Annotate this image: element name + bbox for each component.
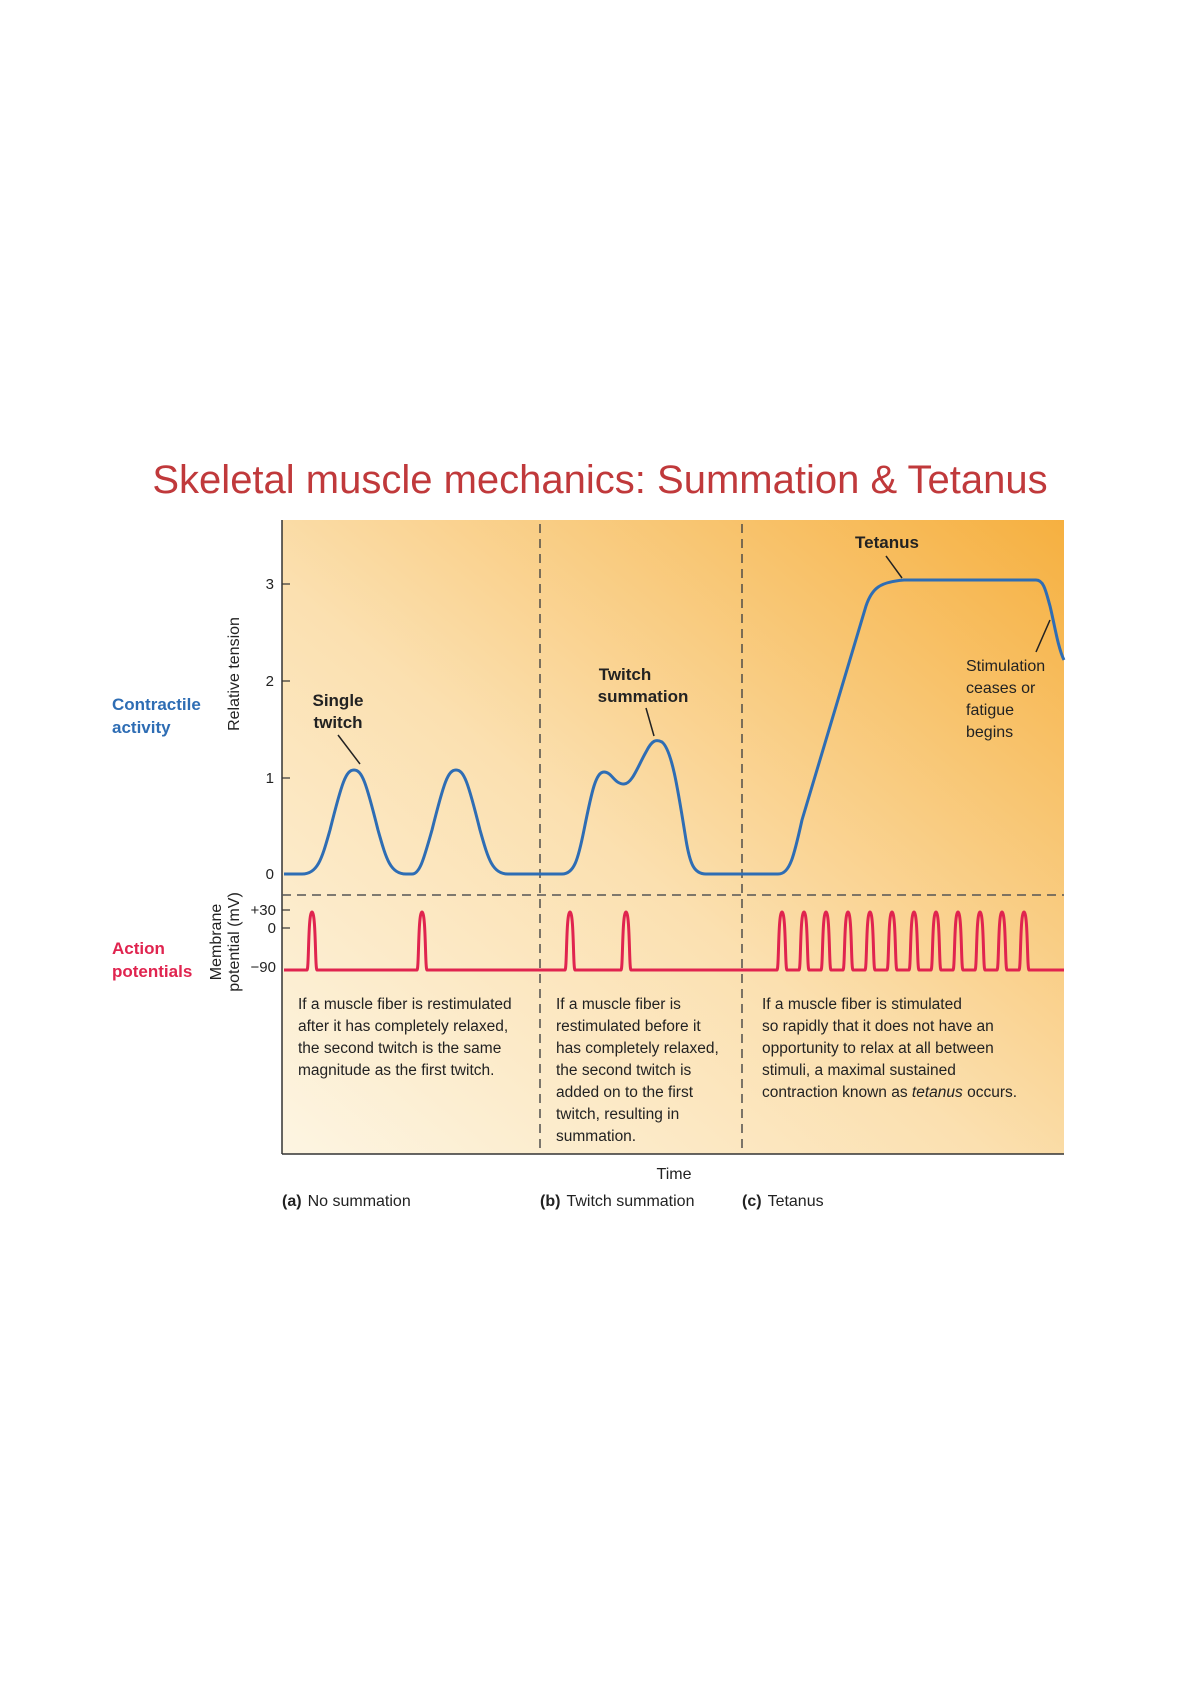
stimulation-pointer [1035, 619, 1051, 653]
panel-c-desc-line4: stimuli, a maximal sustained [762, 1062, 956, 1079]
plot-background [282, 520, 1064, 1154]
panel-a-caption: (a) No summation [282, 1193, 411, 1210]
panel-b-caption: (b) Twitch summation [540, 1193, 694, 1210]
panel-b-desc-line6: twitch, resulting in [556, 1106, 679, 1123]
panel-b-desc-line3: has completely relaxed, [556, 1040, 719, 1057]
panel-a-desc-line1: If a muscle fiber is restimulated [298, 996, 512, 1013]
panel-b-caption-text: Twitch summation [566, 1193, 694, 1210]
stimulation-label-line4: begins [966, 724, 1013, 741]
contractile-label-line2: activity [112, 718, 171, 737]
panel-a-desc-line4: magnitude as the first twitch. [298, 1062, 494, 1079]
panel-b-desc-line1: If a muscle fiber is [556, 996, 681, 1013]
panel-c-desc-line3: opportunity to relax at all between [762, 1040, 994, 1057]
tension-trace [284, 578, 1066, 876]
tension-tick-1: 1 [266, 770, 274, 787]
panel-c-desc-line2: so rapidly that it does not have an [762, 1018, 994, 1035]
panel-a-desc-line3: the second twitch is the same [298, 1040, 501, 1057]
panel-a-desc-line2: after it has completely relaxed, [298, 1018, 508, 1035]
panel-b-desc-line7: summation. [556, 1128, 636, 1145]
panel-c-desc-before: contraction known as [762, 1084, 912, 1101]
contractile-label-line1: Contractile [112, 695, 201, 714]
single-twitch-label-line1: Single [312, 691, 363, 710]
panel-c-caption: (c) Tetanus [742, 1193, 824, 1210]
panel-c-desc-after: occurs. [963, 1084, 1017, 1101]
x-axis-label: Time [657, 1166, 692, 1183]
tension-axis-label: Relative tension [226, 617, 243, 731]
tetanus-pointer [885, 555, 903, 579]
stimulation-label-line2: ceases or [966, 680, 1036, 697]
panel-b-desc-line4: the second twitch is [556, 1062, 692, 1079]
action-potential-trace [284, 910, 1064, 972]
panel-c-caption-text: Tetanus [768, 1193, 824, 1210]
potential-tick-minus90: −90 [251, 959, 276, 976]
single-twitch-label-line2: twitch [313, 713, 362, 732]
tension-tick-2: 2 [266, 673, 274, 690]
panel-c-desc-emphasis: tetanus [912, 1084, 963, 1101]
single-twitch-pointer [337, 734, 361, 765]
panel-b-desc-line2: restimulated before it [556, 1018, 701, 1035]
action-label-line1: Action [112, 939, 165, 958]
tension-tick-0: 0 [266, 866, 274, 883]
potential-axis-label-line2: potential (mV) [226, 892, 243, 992]
twitch-summation-label-line2: summation [598, 687, 689, 706]
action-label-line2: potentials [112, 962, 192, 981]
panel-b-letter: (b) [540, 1193, 560, 1210]
panel-a-letter: (a) [282, 1193, 302, 1210]
twitch-summation-pointer [645, 707, 655, 737]
tension-tick-3: 3 [266, 576, 274, 593]
stimulation-label-line1: Stimulation [966, 658, 1045, 675]
tetanus-label: Tetanus [855, 533, 919, 552]
panel-c-desc-line5: contraction known as tetanus occurs. [762, 1084, 1017, 1101]
panel-c-letter: (c) [742, 1193, 762, 1210]
page-title: Skeletal muscle mechanics: Summation & T… [152, 458, 1048, 502]
panel-a-caption-text: No summation [308, 1193, 411, 1210]
panel-b-desc-line5: added on to the first [556, 1084, 694, 1101]
panel-c-desc-line1: If a muscle fiber is stimulated [762, 996, 962, 1013]
potential-tick-0: 0 [268, 920, 276, 937]
stimulation-label-line3: fatigue [966, 702, 1014, 719]
potential-axis-label-line1: Membrane [208, 904, 225, 981]
potential-tick-plus30: +30 [251, 902, 276, 919]
twitch-summation-label-line1: Twitch [599, 665, 652, 684]
